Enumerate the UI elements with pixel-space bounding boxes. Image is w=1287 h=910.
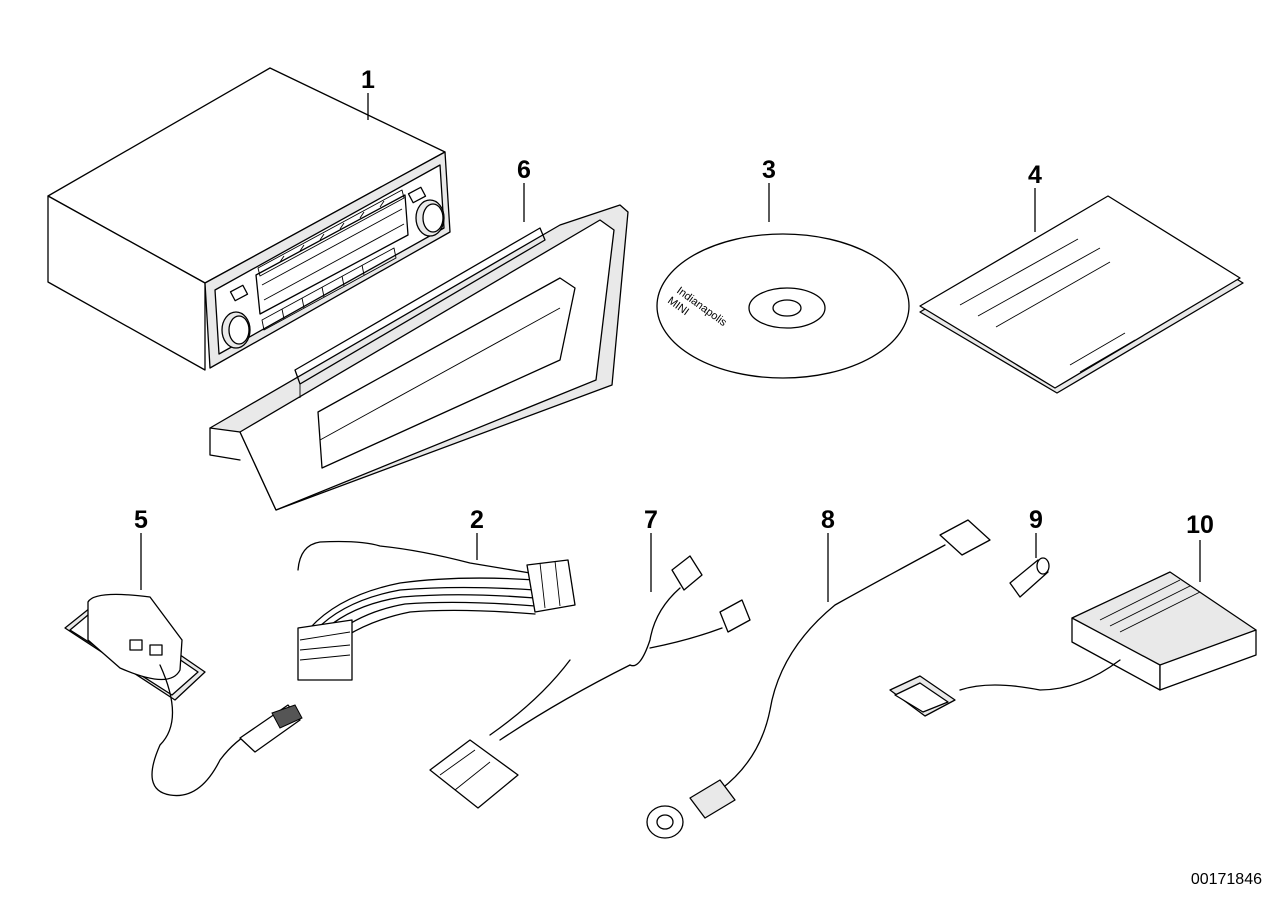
part-1-radio-unit — [47, 67, 451, 371]
part-3-cd-disc: MINI Indianapolis — [656, 233, 910, 379]
callout-2: 2 — [470, 506, 484, 534]
part-4-manual-booklet — [919, 195, 1244, 394]
callout-9: 9 — [1029, 506, 1043, 534]
callout-4: 4 — [1028, 161, 1042, 189]
part-2-wiring-harness — [297, 540, 576, 681]
callout-6: 6 — [517, 156, 531, 184]
callout-3: 3 — [762, 156, 776, 184]
part-7-adapter-cable — [429, 555, 751, 809]
callout-1: 1 — [361, 66, 375, 94]
part-8-antenna-cable — [646, 519, 991, 839]
part-10-control-module — [889, 571, 1257, 717]
document-id: 00171846 — [1191, 871, 1262, 888]
part-5-antenna — [64, 593, 303, 797]
callout-7: 7 — [644, 506, 658, 534]
leader-lines — [140, 93, 1201, 602]
callout-10: 10 — [1186, 511, 1214, 539]
part-6-mounting-frame — [209, 204, 629, 511]
part-9-sleeve — [1009, 557, 1050, 598]
callout-5: 5 — [134, 506, 148, 534]
callout-numbers: 1 6 3 4 5 2 7 8 9 10 — [134, 66, 1214, 539]
callout-8: 8 — [821, 506, 835, 534]
